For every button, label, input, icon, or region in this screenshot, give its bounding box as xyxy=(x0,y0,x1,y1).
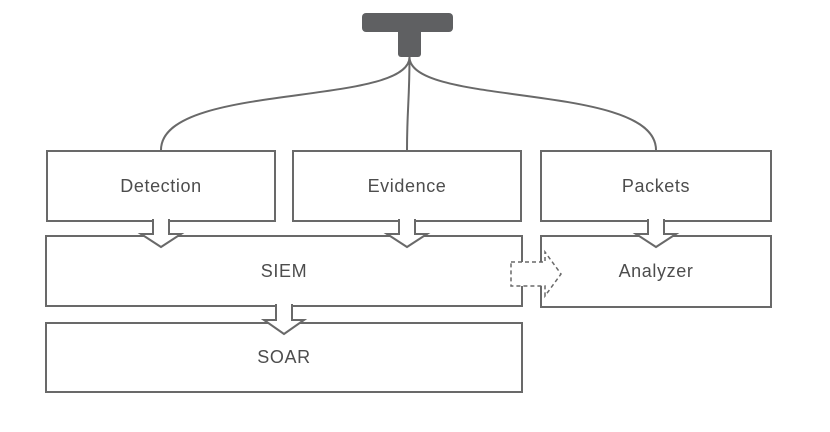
node-siem: SIEM xyxy=(45,235,523,307)
node-soar-label: SOAR xyxy=(257,347,311,367)
node-evidence-label: Evidence xyxy=(367,175,447,196)
network-tap-icon xyxy=(362,13,453,57)
node-evidence: Evidence xyxy=(292,150,522,222)
node-analyzer-label: Analyzer xyxy=(618,261,694,281)
node-siem-label: SIEM xyxy=(260,260,308,281)
node-packets: Packets xyxy=(540,150,772,222)
node-soar: SOAR xyxy=(45,322,523,393)
node-detection: Detection xyxy=(46,150,276,222)
node-packets-label: Packets xyxy=(621,175,691,196)
node-analyzer: Analyzer xyxy=(540,235,772,308)
tap-to-evidence-connector xyxy=(406,56,411,151)
tap-to-detection-connector xyxy=(160,56,411,151)
tap-to-packets-connector xyxy=(408,56,657,151)
node-detection-label: Detection xyxy=(120,175,202,196)
